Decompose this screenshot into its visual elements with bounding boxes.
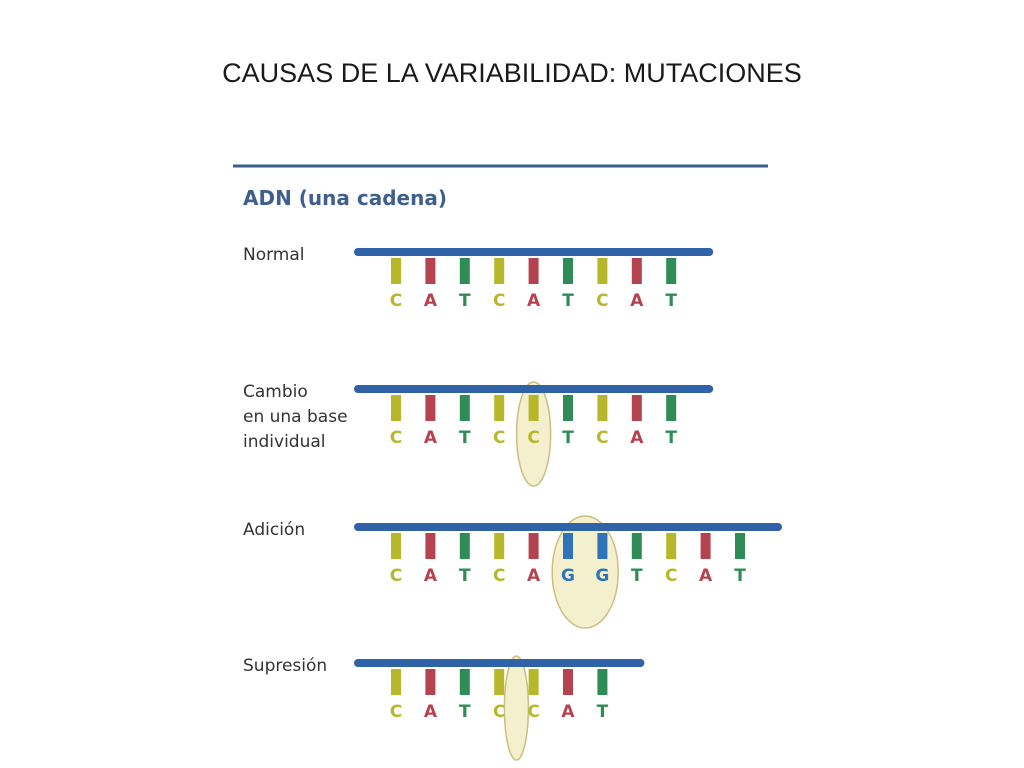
- base-bar: [425, 258, 436, 284]
- base-bar: [666, 533, 677, 559]
- base-letter: A: [424, 291, 438, 311]
- base-letter: A: [630, 291, 644, 311]
- base-bar: [700, 533, 711, 559]
- base-letter: T: [597, 702, 609, 722]
- base-bar: [459, 533, 470, 559]
- base-letter: G: [595, 566, 609, 586]
- base-bar: [494, 533, 505, 559]
- mutation-highlight: [515, 381, 552, 487]
- base-letter: T: [459, 566, 471, 586]
- base-letter: A: [699, 566, 713, 586]
- base-bar: [597, 258, 608, 284]
- base-bar: [425, 395, 436, 421]
- row-label: Adición: [243, 520, 305, 540]
- base-letter: C: [665, 566, 677, 586]
- row-cambio: Cambio en una base individual C A T C C T C A T: [243, 381, 714, 487]
- base-bar: [597, 395, 608, 421]
- base-letter: C: [493, 702, 505, 722]
- base-letter: T: [562, 428, 574, 448]
- base-bar: [563, 258, 573, 284]
- base-letter: C: [493, 566, 505, 586]
- base-bar: [391, 669, 401, 695]
- base-letter: T: [562, 291, 574, 311]
- row-label: Cambio: [243, 382, 308, 402]
- row-label: Supresión: [243, 656, 327, 676]
- base-letter: T: [631, 566, 643, 586]
- base-bar: [494, 669, 505, 695]
- base-bar: [631, 395, 642, 421]
- base-letter: C: [596, 291, 608, 311]
- base-letter: T: [665, 291, 677, 311]
- base-bar: [459, 395, 470, 421]
- base-bar: [494, 395, 505, 421]
- base-bar: [563, 395, 573, 421]
- slide-title: CAUSAS DE LA VARIABILIDAD: MUTACIONES: [222, 58, 802, 88]
- base-letter: A: [630, 428, 644, 448]
- base-bar: [735, 533, 745, 559]
- base-letter: C: [596, 428, 608, 448]
- base-bar: [528, 533, 539, 559]
- base-bar: [528, 258, 539, 284]
- base-bar: [528, 669, 539, 695]
- base-letter: T: [459, 291, 471, 311]
- base-letter: A: [424, 566, 438, 586]
- base-bar: [597, 533, 608, 559]
- base-bar: [631, 258, 642, 284]
- base-bar: [597, 669, 608, 695]
- base-bar: [666, 258, 677, 284]
- base-bar: [425, 533, 436, 559]
- base-letter: T: [734, 566, 746, 586]
- mutation-highlight: [503, 655, 530, 761]
- base-letter: C: [527, 702, 539, 722]
- base-letter: G: [561, 566, 575, 586]
- base-bar: [494, 258, 505, 284]
- base-bar: [425, 669, 436, 695]
- base-letter: T: [459, 702, 471, 722]
- base-letter: C: [390, 291, 402, 311]
- base-bar: [459, 258, 470, 284]
- row-label: Normal: [243, 245, 305, 265]
- base-bar: [528, 395, 539, 421]
- base-bar: [459, 669, 470, 695]
- row-label: individual: [243, 432, 326, 452]
- base-letter: A: [527, 566, 541, 586]
- base-bar: [563, 669, 573, 695]
- base-letter: C: [493, 291, 505, 311]
- base-letter: C: [527, 428, 539, 448]
- base-letter: T: [459, 428, 471, 448]
- base-letter: C: [390, 702, 402, 722]
- base-bar: [563, 533, 573, 559]
- base-bar: [391, 395, 401, 421]
- base-bar: [391, 258, 401, 284]
- base-letter: A: [424, 428, 438, 448]
- base-letter: A: [561, 702, 575, 722]
- row-label: en una base: [243, 407, 348, 427]
- base-letter: C: [390, 428, 402, 448]
- base-bar: [391, 533, 401, 559]
- base-letter: A: [424, 702, 438, 722]
- base-bar: [631, 533, 642, 559]
- base-letter: A: [527, 291, 541, 311]
- base-letter: C: [390, 566, 402, 586]
- diagram-heading: ADN (una cadena): [243, 186, 447, 210]
- base-letter: T: [665, 428, 677, 448]
- base-bar: [666, 395, 677, 421]
- base-letter: C: [493, 428, 505, 448]
